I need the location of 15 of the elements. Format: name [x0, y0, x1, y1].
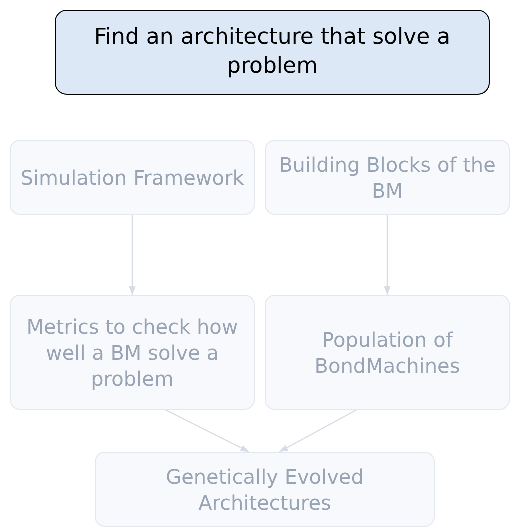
box-label: Simulation Framework — [20, 164, 244, 190]
title-box: Find an architecture that solve a problem — [55, 10, 490, 95]
process-box — [10, 295, 255, 410]
box-label: Metrics to check how well a BM solve a problem — [26, 314, 240, 392]
arrow — [165, 409, 250, 453]
box-label: Building Blocks of the BM — [278, 152, 497, 204]
arrow — [279, 409, 358, 453]
arrow — [384, 215, 391, 295]
box-label: Population of BondMachines — [314, 326, 462, 378]
process-box — [265, 295, 510, 410]
arrow — [129, 215, 136, 295]
box-label: Genetically Evolved Architectures — [165, 464, 365, 516]
process-box — [95, 452, 435, 527]
process-box — [10, 140, 255, 215]
process-box — [265, 140, 510, 215]
